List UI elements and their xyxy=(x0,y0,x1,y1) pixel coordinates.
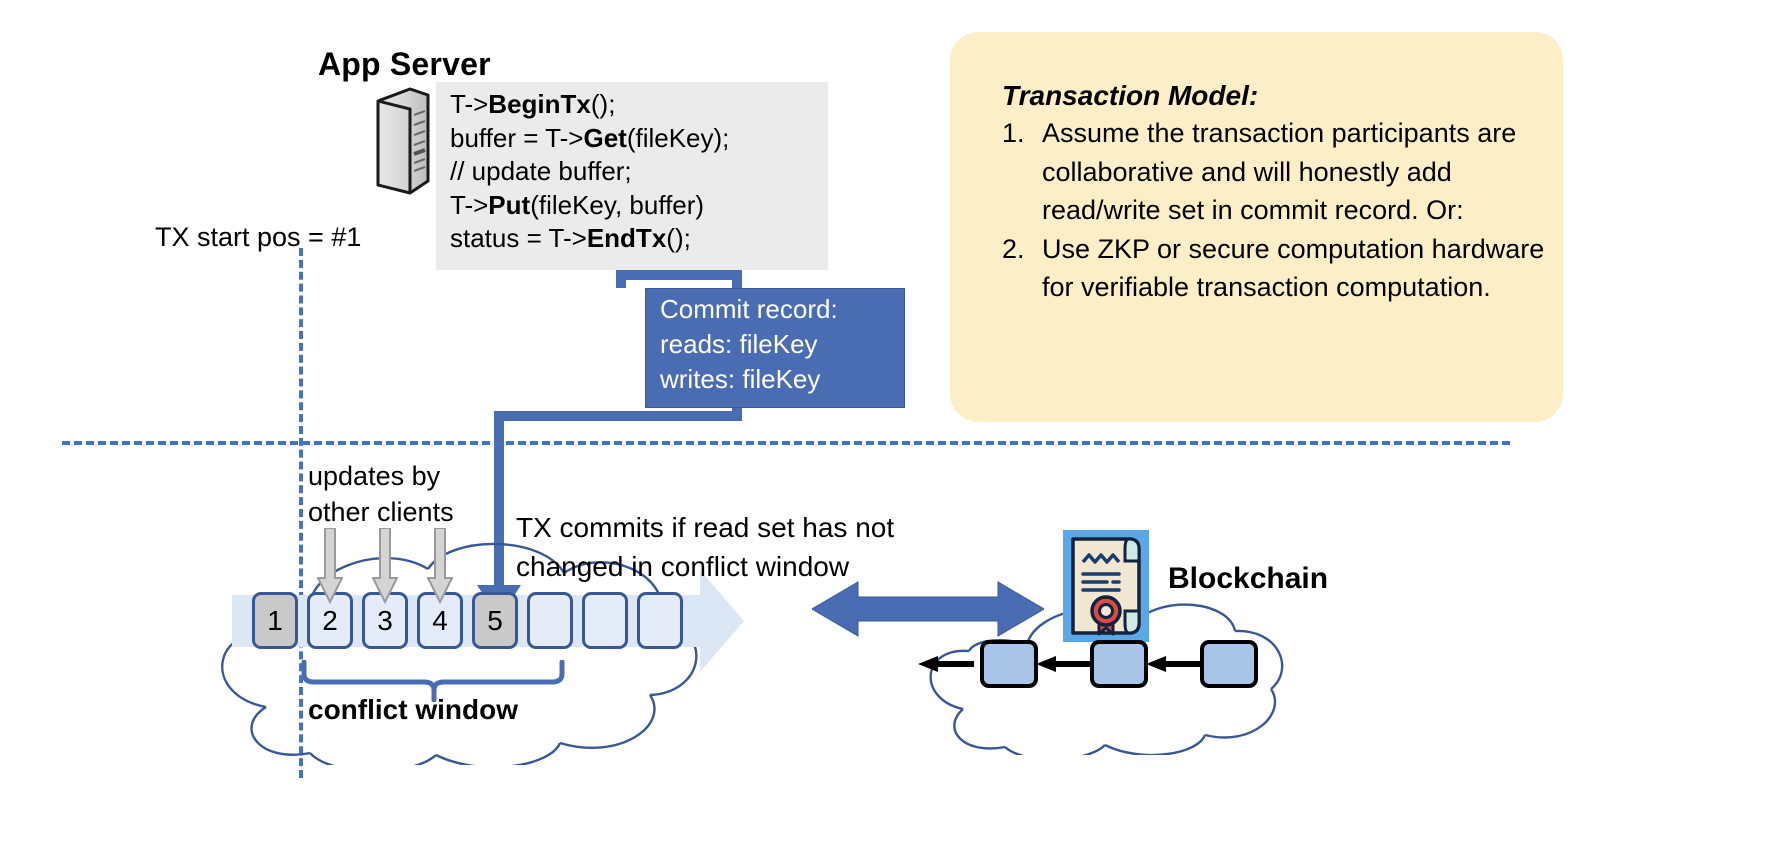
code-line: T->Put(fileKey, buffer) xyxy=(450,189,850,223)
code-line: // update buffer; xyxy=(450,155,850,189)
commit-record-box xyxy=(645,288,905,408)
log-cell[interactable] xyxy=(527,592,573,649)
code-line-args: (); xyxy=(590,89,616,119)
blockchain-block[interactable] xyxy=(1090,640,1148,688)
update-arrow-icon xyxy=(426,527,454,606)
code-line-text: T-> xyxy=(450,189,489,220)
transaction-model-item-number: 2. xyxy=(1002,233,1025,264)
code-line-api: BeginTx xyxy=(488,89,591,119)
code-line-args: (fileKey); xyxy=(626,122,730,153)
code-line: status = T->EndTx(); xyxy=(450,222,850,256)
code-line-api: EndTx xyxy=(586,223,667,253)
code-line-text: buffer = T-> xyxy=(450,122,584,153)
transaction-model-item-number: 1. xyxy=(1002,118,1025,148)
log-cell[interactable]: 1 xyxy=(252,592,298,649)
transaction-model-box xyxy=(950,32,1563,422)
code-line-text: // update buffer; xyxy=(450,156,632,186)
transaction-model-item-text: Assume the transaction participants are … xyxy=(1042,118,1517,225)
log-cell[interactable]: 5 xyxy=(472,592,518,649)
code-line-text: T-> xyxy=(450,89,489,119)
connector-segment-down xyxy=(494,411,504,591)
updates-label-line2: other clients xyxy=(308,497,454,527)
commit-record-text: Commit record: reads: fileKey writes: fi… xyxy=(660,292,910,397)
updates-label-line1: updates by xyxy=(308,461,441,491)
commit-record-reads: reads: fileKey xyxy=(660,329,818,359)
blockchain-block[interactable] xyxy=(1200,640,1258,688)
commit-record-writes: writes: fileKey xyxy=(660,364,821,394)
code-line-api: Get xyxy=(583,122,627,153)
transaction-model-item: 1. Assume the transaction participants ar… xyxy=(1002,114,1547,230)
update-arrow-icon xyxy=(316,527,344,606)
log-direction-arrowhead xyxy=(700,570,744,672)
tx-commit-condition-label: TX commits if read set has not changed i… xyxy=(516,508,894,586)
code-line-api: Put xyxy=(488,189,531,220)
layer-separator-dashed-line xyxy=(62,441,1510,445)
tx-start-pos-label: TX start pos = #1 xyxy=(155,222,362,252)
commit-record-heading: Commit record: xyxy=(660,294,838,324)
code-line: T->BeginTx(); xyxy=(450,88,850,122)
code-snippet-text: T->BeginTx();buffer = T->Get(fileKey);//… xyxy=(450,88,850,256)
blockchain-link-arrow-icon xyxy=(1036,656,1092,672)
conflict-window-label: conflict window xyxy=(308,694,518,725)
server-icon xyxy=(370,85,432,197)
smart-contract-certificate-icon xyxy=(1063,530,1149,642)
code-line-args: (); xyxy=(666,223,691,253)
transaction-model-list: 1. Assume the transaction participants ar… xyxy=(1002,114,1547,307)
log-cell[interactable] xyxy=(582,592,628,649)
tx-commit-line2: changed in conflict window xyxy=(516,551,850,582)
blockchain-link-arrow-icon xyxy=(918,656,974,672)
code-line-args: (fileKey, buffer) xyxy=(530,189,705,220)
update-arrow-icon xyxy=(371,527,399,606)
connector-segment-mid xyxy=(494,411,742,421)
transaction-model-title: Transaction Model: xyxy=(1002,80,1259,111)
updates-by-other-clients-label: updates by other clients xyxy=(308,458,454,530)
blockchain-block[interactable] xyxy=(980,640,1038,688)
blockchain-link-arrow-icon xyxy=(1146,656,1202,672)
conflict-window-brace xyxy=(300,659,570,703)
app-server-title: App Server xyxy=(318,46,491,82)
code-line-text: status = T-> xyxy=(450,223,587,253)
code-line: buffer = T->Get(fileKey); xyxy=(450,122,850,156)
tx-start-dashed-line xyxy=(299,248,303,778)
transaction-model-item-text: Use ZKP or secure computation hardware f… xyxy=(1042,233,1545,303)
tx-commit-line1: TX commits if read set has not xyxy=(516,512,895,543)
log-cell[interactable] xyxy=(637,592,683,649)
blockchain-label: Blockchain xyxy=(1168,562,1329,595)
code-snippet-box xyxy=(436,82,828,270)
transaction-model-item: 2. Use ZKP or secure computation hardware… xyxy=(1002,230,1547,307)
log-cell[interactable]: 3 xyxy=(362,592,408,649)
connector-segment-top xyxy=(620,270,742,280)
